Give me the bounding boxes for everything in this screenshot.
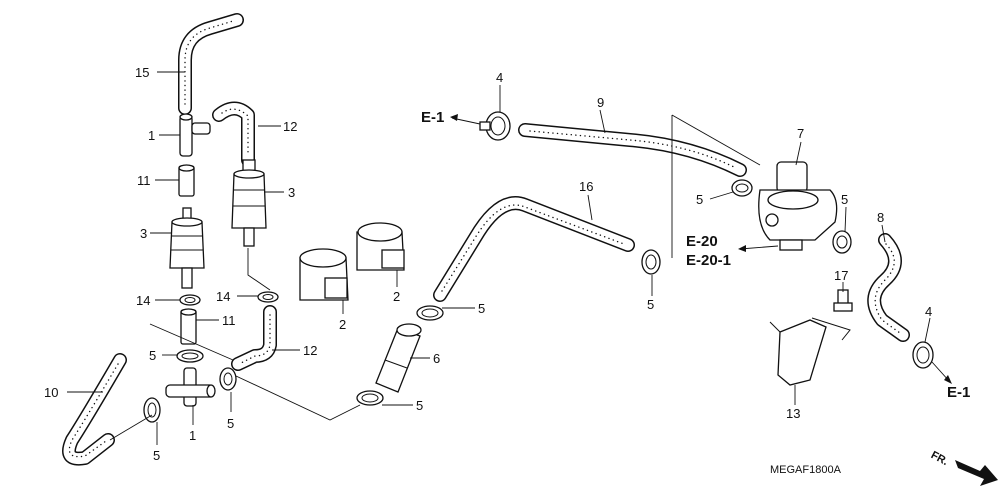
label-3-middle: 3 <box>288 185 295 200</box>
nipple-17 <box>833 289 853 312</box>
label-5-joint-upper: 5 <box>478 301 485 316</box>
ref-e1-right: E-1 <box>947 384 970 401</box>
label-14-left: 14 <box>136 293 150 308</box>
label-10: 10 <box>44 385 58 400</box>
clamp-5-joint-lower <box>356 390 384 406</box>
front-direction-label: FR. <box>929 449 950 468</box>
t-joint-lower <box>165 367 216 407</box>
label-12-upper: 12 <box>283 119 297 134</box>
label-9: 9 <box>597 95 604 110</box>
hose-11-lower <box>180 308 197 345</box>
ref-arrows <box>450 114 952 384</box>
label-13: 13 <box>786 406 800 421</box>
hose-10 <box>62 353 127 466</box>
clamp-5-bottom-left <box>143 397 161 423</box>
t-joint-upper <box>179 113 211 157</box>
ref-e1-top: E-1 <box>421 109 444 126</box>
label-5-right: 5 <box>841 192 848 207</box>
hose-15 <box>178 13 244 115</box>
clamp-5-center-left <box>176 349 204 363</box>
clamp-5-bottom-center <box>219 367 237 391</box>
arrow-icon <box>738 245 746 252</box>
label-15: 15 <box>135 65 149 80</box>
label-12-lower: 12 <box>303 343 317 358</box>
ref-e20-1: E-20-1 <box>686 252 731 269</box>
clip-14-right <box>257 291 279 303</box>
arrow-icon <box>944 375 952 384</box>
valve-assembly-7 <box>758 161 838 251</box>
bracket-2-right <box>356 222 405 271</box>
bracket-13 <box>769 317 851 386</box>
clamp-5-right <box>832 230 852 254</box>
clamp-5-joint-upper <box>416 305 444 321</box>
label-14-right: 14 <box>216 289 230 304</box>
guide-lines <box>109 114 761 441</box>
label-7: 7 <box>797 126 804 141</box>
leader-lines <box>67 71 931 445</box>
hose-12-lower <box>231 305 277 371</box>
arrow-icon <box>450 114 458 121</box>
label-1-upper: 1 <box>148 128 155 143</box>
hose-9 <box>518 123 747 177</box>
hose-12-upper <box>212 101 255 167</box>
label-16: 16 <box>579 179 593 194</box>
label-8: 8 <box>877 210 884 225</box>
label-5-center-left: 5 <box>149 348 156 363</box>
hose-11-upper <box>178 164 195 197</box>
label-2-left: 2 <box>339 317 346 332</box>
diagram-code: MEGAF1800A <box>770 464 842 476</box>
label-5-bottom-center: 5 <box>227 416 234 431</box>
clamp-5-hose16 <box>641 249 661 275</box>
label-3-left: 3 <box>140 226 147 241</box>
label-11-lower: 11 <box>222 313 236 328</box>
clip-14-left <box>179 294 201 306</box>
reference-labels: E-1 E-20 E-20-1 E-1 <box>421 109 970 401</box>
clamp-4-upper <box>479 111 511 141</box>
label-5-hose16: 5 <box>647 297 654 312</box>
clamp-4-right <box>912 341 934 369</box>
filter-left <box>169 207 205 289</box>
clamp-5-valve <box>731 179 753 197</box>
label-2-right: 2 <box>393 289 400 304</box>
label-5-joint-lower: 5 <box>416 398 423 413</box>
label-11-upper: 11 <box>137 173 151 188</box>
joint-pipe-6 <box>375 323 422 393</box>
bracket-2-left <box>299 248 349 301</box>
label-1-lower: 1 <box>189 428 196 443</box>
label-4-upper: 4 <box>496 70 503 85</box>
hose-16 <box>433 196 635 302</box>
hose-8 <box>867 233 910 342</box>
label-17: 17 <box>834 268 848 283</box>
label-4-right: 4 <box>925 304 932 319</box>
label-5-valve: 5 <box>696 192 703 207</box>
label-6: 6 <box>433 351 440 366</box>
filter-middle <box>231 159 267 247</box>
label-5-bottom-left: 5 <box>153 448 160 463</box>
front-arrow-icon <box>955 460 998 486</box>
ref-e20: E-20 <box>686 233 718 250</box>
part-labels: 15 1 11 3 14 5 10 5 1 12 3 14 11 12 5 2 … <box>44 65 932 463</box>
